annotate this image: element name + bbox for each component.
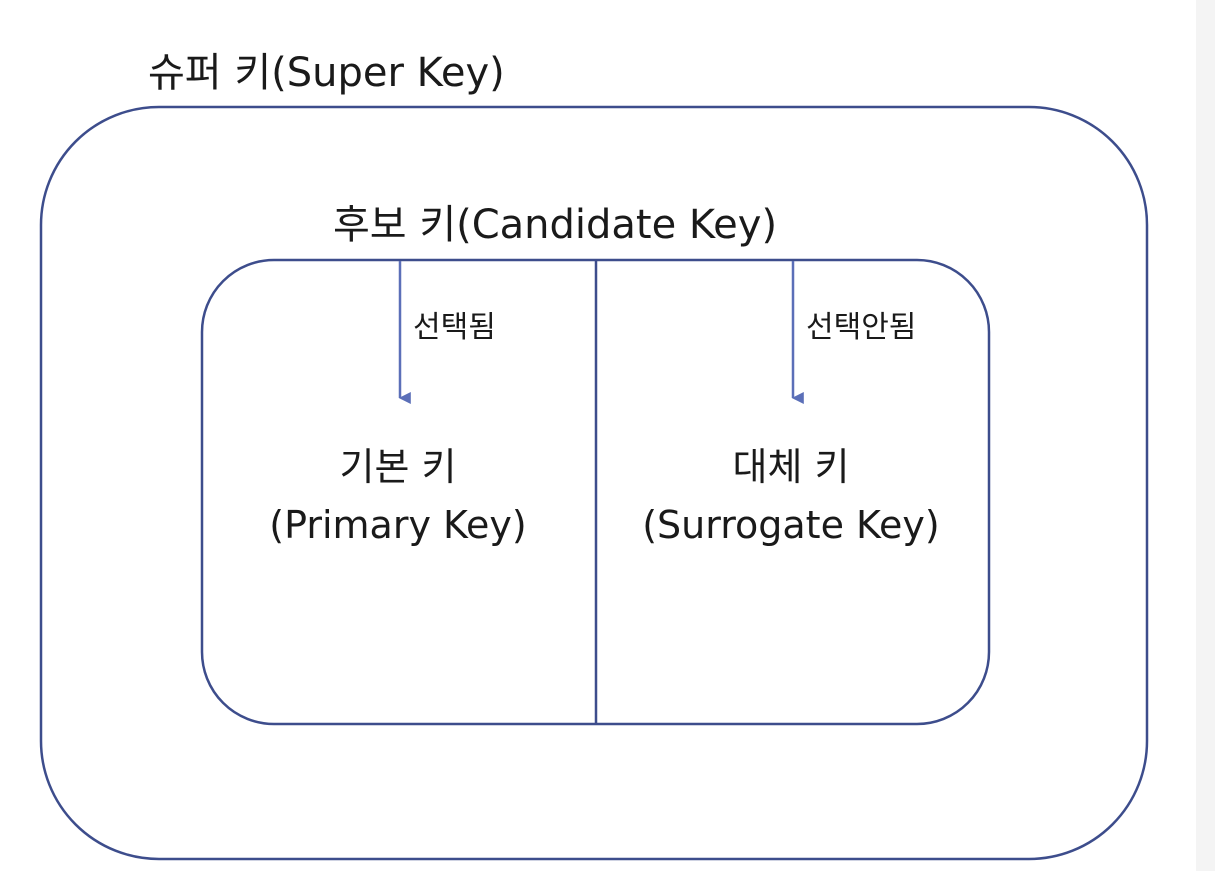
surrogate-key-label: 대체 키 xyxy=(733,445,850,489)
super-key-label: 슈퍼 키(Super Key) xyxy=(148,50,505,96)
surrogate-key-sublabel: (Surrogate Key) xyxy=(642,503,940,547)
selected-edge-label: 선택됨 xyxy=(413,310,496,345)
primary-key-label: 기본 키 xyxy=(340,445,457,489)
super-key-container xyxy=(39,105,1149,861)
primary-key-sublabel: (Primary Key) xyxy=(269,503,526,547)
not-selected-edge-label: 선택안됨 xyxy=(806,310,916,345)
candidate-key-label: 후보 키(Candidate Key) xyxy=(333,202,777,248)
side-panel-strip xyxy=(1196,0,1215,871)
